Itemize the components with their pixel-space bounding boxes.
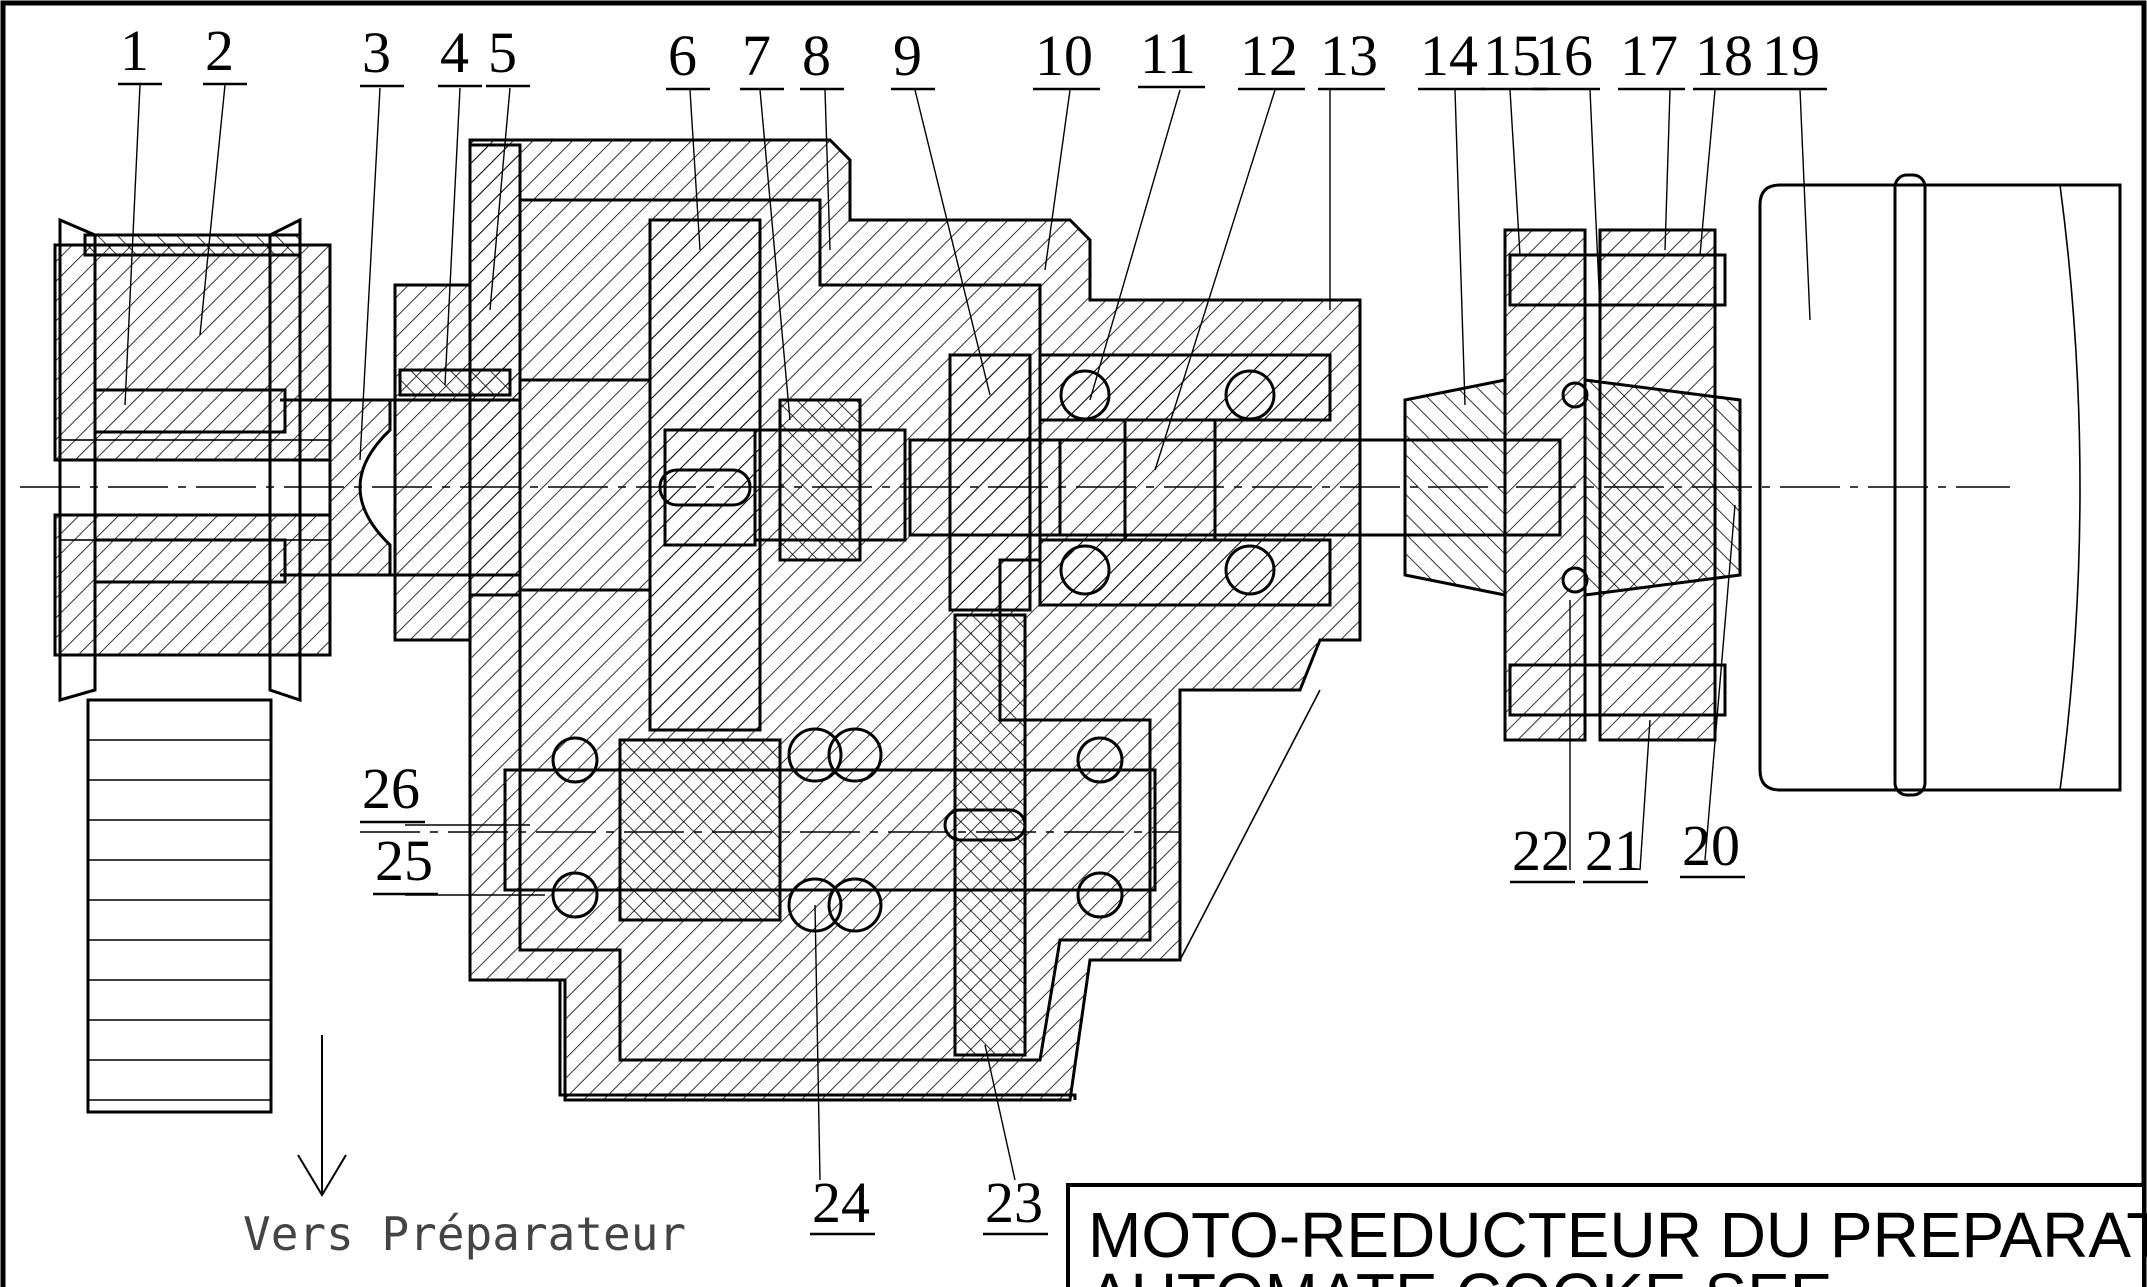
callout-12: 12 [1240, 23, 1298, 88]
callout-2: 2 [205, 18, 234, 83]
callout-16: 16 [1535, 23, 1593, 88]
callout-5: 5 [488, 20, 517, 85]
title-block: MOTO-REDUCTEUR DU PREPARATEUR AUTOMATE C… [1066, 1183, 2147, 1287]
callout-25: 25 [375, 828, 433, 893]
callout-4: 4 [440, 20, 469, 85]
callout-14: 14 [1420, 23, 1478, 88]
callouts-bottom: 26 25 24 23 22 21 20 [360, 756, 1745, 1236]
pulley-key-lower [93, 538, 287, 584]
callout-6: 6 [668, 23, 697, 88]
callout-1: 1 [120, 18, 149, 83]
flexible-coupling [1403, 228, 1742, 742]
callout-20: 20 [1682, 813, 1740, 878]
output-gear [908, 353, 1062, 1057]
callout-10: 10 [1035, 23, 1093, 88]
callout-22: 22 [1512, 818, 1570, 883]
leader-lines [124, 84, 1811, 1181]
countershaft [503, 727, 1157, 933]
callout-24: 24 [812, 1170, 870, 1235]
callout-8: 8 [802, 23, 831, 88]
callout-15: 15 [1483, 23, 1541, 88]
main-gear [648, 218, 762, 732]
callout-13: 13 [1320, 23, 1378, 88]
callout-18: 18 [1695, 23, 1753, 88]
pulley-key-upper [93, 388, 287, 434]
pinion-hub [778, 398, 862, 562]
callout-7: 7 [742, 23, 771, 88]
drive-belt [86, 698, 273, 1114]
callout-19: 19 [1762, 23, 1820, 88]
callout-23: 23 [985, 1170, 1043, 1235]
callout-26: 26 [362, 756, 420, 821]
direction-arrow-icon [297, 1035, 347, 1197]
callouts-top: 1 2 3 4 5 6 7 8 9 10 11 12 13 14 15 16 1… [118, 18, 1827, 91]
callout-11: 11 [1140, 21, 1196, 86]
callout-17: 17 [1620, 23, 1678, 88]
housing-base [558, 980, 1077, 1100]
drive-pulley [53, 217, 332, 703]
callout-9: 9 [893, 23, 922, 88]
electric-motor [1758, 173, 2122, 797]
callout-3: 3 [362, 20, 391, 85]
bearing-block [1038, 353, 1332, 607]
callout-21: 21 [1585, 818, 1643, 883]
drawing-title: MOTO-REDUCTEUR DU PREPARATEUR [1088, 1199, 2147, 1271]
drawing-subtitle: AUTOMATE COOKE SEE [1088, 1260, 1832, 1287]
direction-label: Vers Préparateur [243, 1207, 686, 1261]
